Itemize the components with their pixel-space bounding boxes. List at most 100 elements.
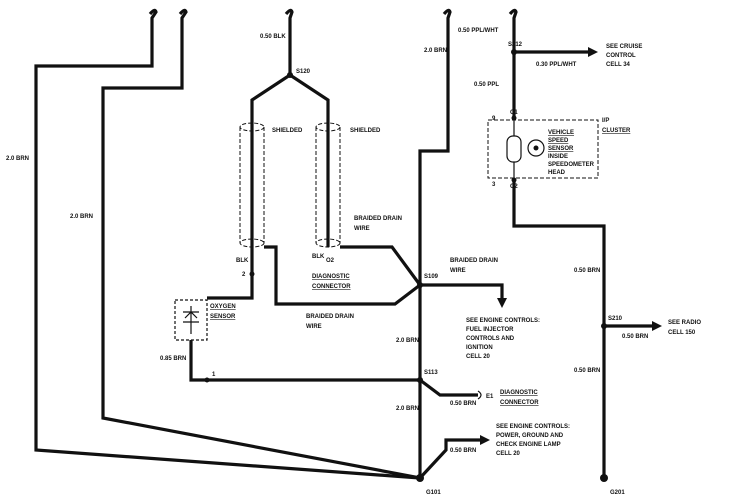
splice-s120 bbox=[287, 72, 293, 78]
label-braided-drain-1a: BRAIDED DRAIN bbox=[354, 216, 402, 222]
wire-o2-ground bbox=[189, 340, 420, 382]
wire-o2-signal bbox=[207, 247, 254, 300]
label-diag-conn-1b: CONNECTOR bbox=[312, 284, 351, 290]
label-brn-engine: 0.50 BRN bbox=[450, 448, 476, 454]
wire-ppl-wht bbox=[508, 8, 518, 118]
shield-left bbox=[239, 122, 265, 248]
label-ppl-wht-mid: 0.50 PPL bbox=[474, 82, 499, 88]
wire-brn-center bbox=[418, 8, 452, 478]
diag-connector-symbol bbox=[477, 390, 482, 400]
ground-g201 bbox=[600, 474, 608, 482]
label-oxygen-b: SENSOR bbox=[210, 314, 236, 320]
wire-drain-right bbox=[340, 245, 422, 286]
label-s109: S109 bbox=[424, 274, 439, 280]
splice-s212 bbox=[511, 49, 517, 55]
arrow-radio bbox=[652, 321, 662, 331]
label-ip-a: I/P bbox=[602, 118, 609, 124]
wire-blk-split bbox=[250, 73, 330, 247]
label-g101: G101 bbox=[426, 490, 441, 496]
label-cruise-b: CONTROL bbox=[606, 53, 636, 59]
wire-g101-branch bbox=[418, 438, 480, 480]
connector-pin-c2 bbox=[511, 177, 517, 183]
label-brn-radio: 0.50 BRN bbox=[622, 334, 648, 340]
label-braided-drain-3a: BRAIDED DRAIN bbox=[306, 314, 354, 320]
splice-s210 bbox=[601, 323, 607, 329]
ground-g101 bbox=[416, 474, 424, 482]
label-brn-upper-center: 2.0 BRN bbox=[424, 48, 447, 54]
label-eng2-d: CELL 20 bbox=[496, 451, 521, 457]
label-shielded-right: SHIELDED bbox=[350, 128, 381, 134]
label-blk-top: 0.50 BLK bbox=[260, 34, 286, 40]
label-brn-left-outer: 2.0 BRN bbox=[6, 156, 29, 162]
label-eng1-b: FUEL INJECTOR bbox=[466, 327, 514, 333]
label-blk-right: BLK bbox=[312, 254, 325, 260]
label-eng1-e: CELL 20 bbox=[466, 354, 491, 360]
label-brn-center-mid: 2.0 BRN bbox=[396, 338, 419, 344]
label-s212: S212 bbox=[508, 42, 523, 48]
label-c1: C1 bbox=[510, 110, 518, 116]
label-g201: G201 bbox=[610, 490, 625, 496]
connector-pin-c1 bbox=[511, 115, 517, 121]
label-vss-a: VEHICLE bbox=[548, 130, 574, 136]
label-vss-d: INSIDE bbox=[548, 154, 568, 160]
label-vss-b: SPEED bbox=[548, 138, 569, 144]
label-c2-pin: 3 bbox=[492, 182, 496, 188]
label-radio-a: SEE RADIO bbox=[668, 320, 701, 326]
label-vss-e: SPEEDOMETER bbox=[548, 162, 595, 168]
label-ppl-wht-cruise: 0.30 PPL/WHT bbox=[536, 62, 577, 68]
wire-brn-left-outer bbox=[34, 8, 421, 480]
connector-pin-o2 bbox=[204, 377, 210, 383]
label-eng2-c: CHECK ENGINE LAMP bbox=[496, 442, 561, 448]
label-brn-diag: 0.50 BRN bbox=[450, 401, 476, 407]
label-cruise-c: CELL 34 bbox=[606, 62, 631, 68]
label-pin-1: 1 bbox=[212, 372, 216, 378]
wire-blk-top bbox=[284, 8, 294, 75]
label-diag-conn-1a: DIAGNOSTIC bbox=[312, 274, 350, 280]
splice-s113 bbox=[417, 377, 423, 383]
splice-s109 bbox=[417, 282, 423, 288]
label-diag-conn-2a: DIAGNOSTIC bbox=[500, 390, 538, 396]
label-s113: S113 bbox=[424, 370, 438, 376]
label-vss-c: SENSOR bbox=[548, 146, 574, 152]
wire-s109-branch bbox=[420, 283, 504, 300]
arrow-engine-2 bbox=[480, 435, 490, 445]
wire-vss-ground bbox=[512, 180, 606, 478]
label-braided-drain-2b: WIRE bbox=[450, 268, 466, 274]
shield-right bbox=[315, 122, 341, 248]
label-brn-center-low: 2.0 BRN bbox=[396, 406, 419, 412]
label-c1-pin: 9 bbox=[492, 116, 496, 122]
label-shielded-left: SHIELDED bbox=[272, 128, 303, 134]
arrow-cruise bbox=[588, 47, 598, 57]
label-oxygen-a: OXYGEN bbox=[210, 304, 236, 310]
label-cruise-a: SEE CRUISE bbox=[606, 44, 642, 50]
oxygen-sensor-icon bbox=[174, 299, 208, 341]
label-eng2-a: SEE ENGINE CONTROLS: bbox=[496, 424, 570, 430]
wire-diag-e1 bbox=[419, 378, 478, 397]
label-brn-o2: 0.85 BRN bbox=[160, 356, 186, 362]
label-diag-pin: E1 bbox=[486, 394, 494, 400]
vehicle-speed-sensor-icon bbox=[506, 118, 545, 180]
label-diag-conn-2b: CONNECTOR bbox=[500, 400, 539, 406]
label-brn-right-lower: 0.50 BRN bbox=[574, 368, 600, 374]
label-eng2-b: POWER, GROUND AND bbox=[496, 433, 564, 439]
label-pin-2: 2 bbox=[242, 272, 246, 278]
label-eng1-c: CONTROLS AND bbox=[466, 336, 515, 342]
label-brn-left-inner: 2.0 BRN bbox=[70, 214, 93, 220]
wire-brn-left-inner bbox=[101, 8, 421, 480]
ip-cluster-box bbox=[487, 119, 599, 179]
label-eng1-d: IGNITION bbox=[466, 345, 493, 351]
arrow-engine-1 bbox=[497, 298, 507, 308]
wire-drain-left bbox=[264, 245, 421, 306]
label-s120: S120 bbox=[296, 69, 311, 75]
label-blk-left: BLK bbox=[236, 258, 249, 264]
connector-pin-left bbox=[249, 271, 255, 277]
label-radio-b: CELL 150 bbox=[668, 330, 696, 336]
label-eng1-a: SEE ENGINE CONTROLS: bbox=[466, 318, 540, 324]
label-brn-right-upper: 0.50 BRN bbox=[574, 268, 600, 274]
label-braided-drain-3b: WIRE bbox=[306, 324, 322, 330]
label-ip-b: CLUSTER bbox=[602, 128, 631, 134]
label-s210: S210 bbox=[608, 316, 623, 322]
label-braided-drain-2a: BRAIDED DRAIN bbox=[450, 258, 498, 264]
label-braided-drain-1b: WIRE bbox=[354, 226, 370, 232]
